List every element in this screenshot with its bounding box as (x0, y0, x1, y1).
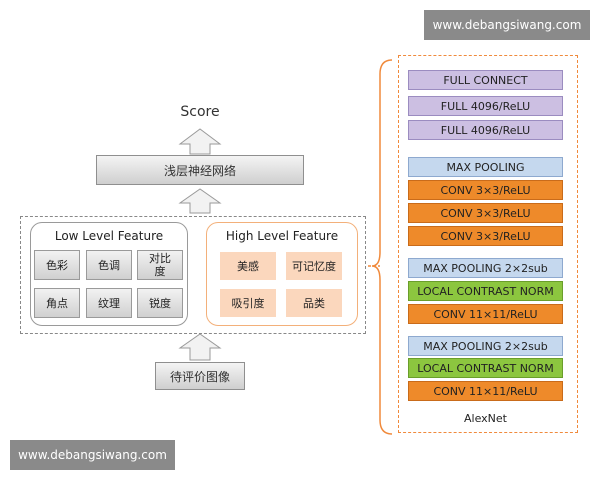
alexnet-layer: LOCAL CONTRAST NORM (408, 281, 563, 301)
alexnet-layer: CONV 11×11/ReLU (408, 304, 563, 324)
alexnet-layer: LOCAL CONTRAST NORM (408, 358, 563, 378)
watermark-top: www.debangsiwang.com (424, 10, 590, 40)
alexnet-container (398, 55, 578, 433)
alexnet-layer: CONV 3×3/ReLU (408, 226, 563, 246)
alexnet-layer: FULL 4096/ReLU (408, 96, 563, 116)
low-feature-cell: 色彩 (34, 250, 80, 280)
alexnet-layer: CONV 11×11/ReLU (408, 381, 563, 401)
low-feature-cell: 色调 (86, 250, 132, 280)
alexnet-layer: CONV 3×3/ReLU (408, 180, 563, 200)
high-feature-cell: 美感 (220, 252, 276, 280)
low-feature-cell: 角点 (34, 288, 80, 318)
feature-container (20, 216, 366, 334)
low-level-title: Low Level Feature (54, 229, 164, 243)
high-level-title: High Level Feature (225, 229, 339, 243)
alexnet-layer: FULL CONNECT (408, 70, 563, 90)
arrow-input-to-features (178, 333, 222, 361)
arrow-features-to-network (178, 188, 222, 214)
alexnet-layer: MAX POOLING 2×2sub (408, 258, 563, 278)
low-feature-cell: 纹理 (86, 288, 132, 318)
alexnet-label: AlexNet (464, 412, 507, 425)
alexnet-layer: CONV 3×3/ReLU (408, 203, 563, 223)
score-label: Score (180, 104, 220, 120)
alexnet-layer: MAX POOLING (408, 157, 563, 177)
high-feature-cell: 吸引度 (220, 289, 276, 317)
low-feature-cell: 对比度 (137, 250, 183, 280)
alexnet-bracket (371, 59, 393, 435)
arrow-network-to-score (178, 128, 222, 155)
shallow-network-box: 浅层神经网络 (96, 155, 304, 185)
watermark-bottom: www.debangsiwang.com (10, 440, 175, 470)
alexnet-layer: MAX POOLING 2×2sub (408, 336, 563, 356)
high-feature-cell: 可记忆度 (286, 252, 342, 280)
low-feature-cell: 锐度 (137, 288, 183, 318)
input-image-box: 待评价图像 (155, 362, 245, 390)
alexnet-layer: FULL 4096/ReLU (408, 120, 563, 140)
high-feature-cell: 品类 (286, 289, 342, 317)
